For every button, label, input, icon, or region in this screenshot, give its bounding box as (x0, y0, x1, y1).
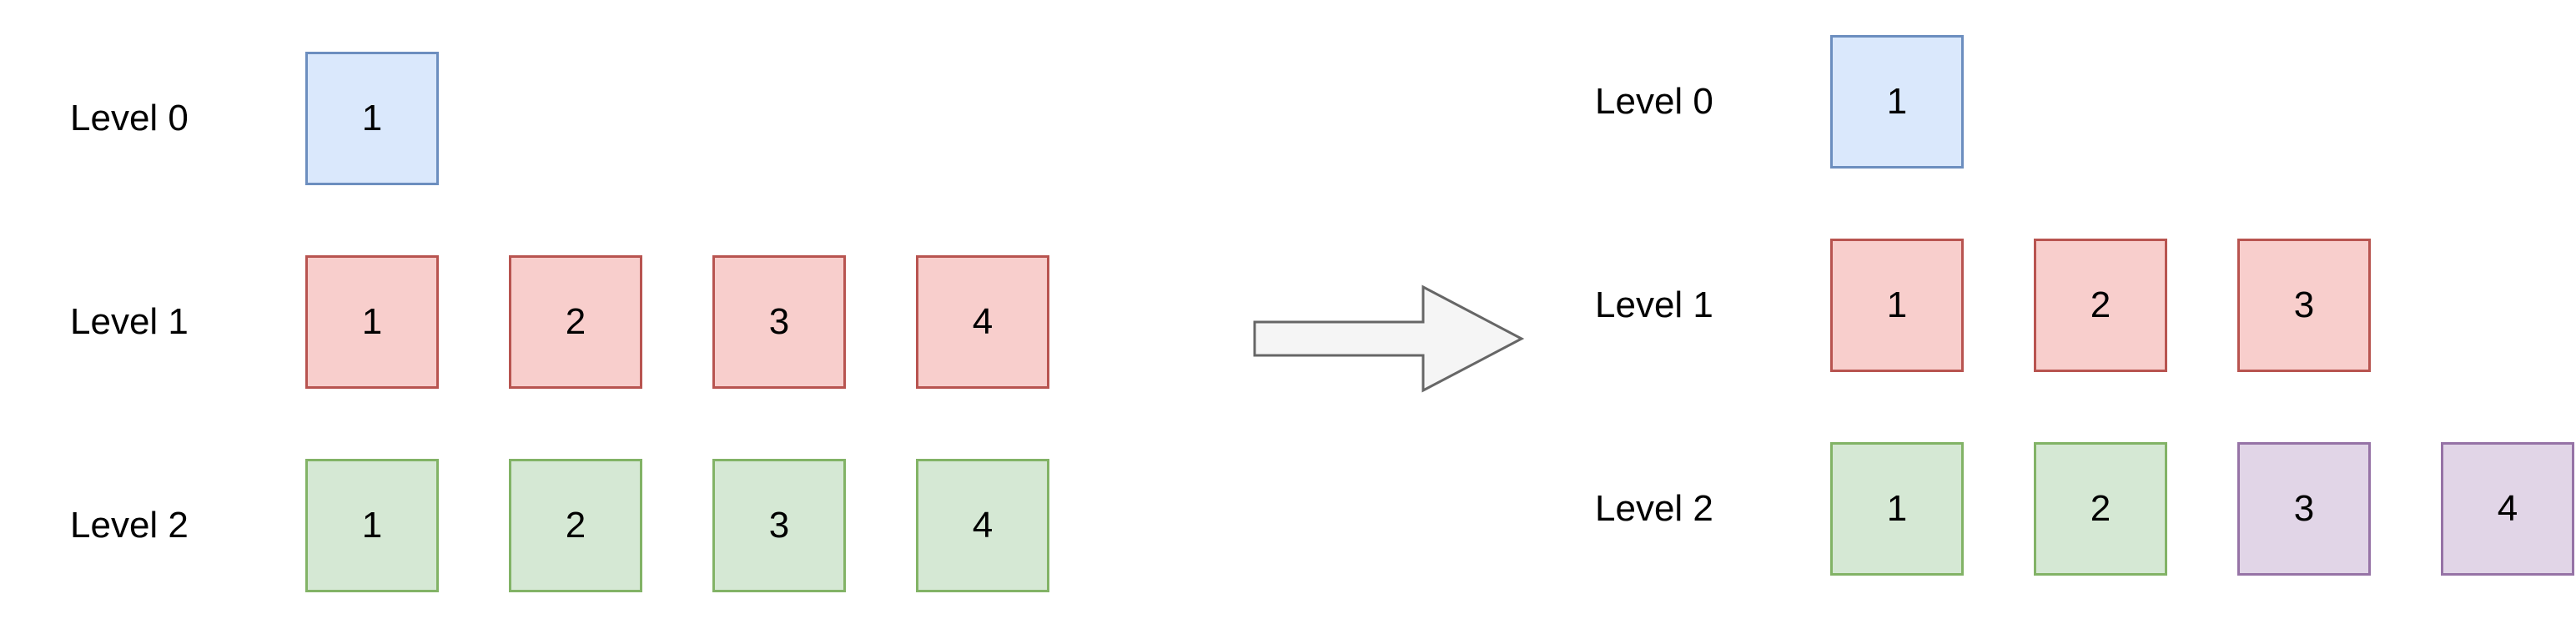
before-level-1-box-1: 1 (305, 255, 439, 389)
before-level-0-label: Level 0 (70, 98, 189, 138)
after-level-2-box-4: 4 (2441, 442, 2574, 576)
after-level-2-box-3: 3 (2237, 442, 2371, 576)
after-level-1-box-2: 2 (2034, 239, 2167, 372)
before-level-0-box-1: 1 (305, 52, 439, 185)
before-level-2-label: Level 2 (70, 505, 189, 546)
before-level-1-box-2: 2 (509, 255, 642, 389)
after-level-2-box-1: 1 (1830, 442, 1964, 576)
before-level-2-box-3: 3 (712, 459, 846, 592)
before-level-2-box-2: 2 (509, 459, 642, 592)
after-level-0-label: Level 0 (1595, 81, 1713, 122)
before-level-1-box-3: 3 (712, 255, 846, 389)
after-level-2-box-2: 2 (2034, 442, 2167, 576)
after-level-1-box-3: 3 (2237, 239, 2371, 372)
after-level-2-label: Level 2 (1595, 488, 1713, 529)
before-level-1-label: Level 1 (70, 301, 189, 342)
after-level-1-box-1: 1 (1830, 239, 1964, 372)
transition-arrow-icon (1253, 284, 1525, 393)
before-level-1-box-4: 4 (916, 255, 1049, 389)
after-level-1-label: Level 1 (1595, 284, 1713, 325)
before-level-2-box-1: 1 (305, 459, 439, 592)
before-level-2-box-4: 4 (916, 459, 1049, 592)
after-level-0-box-1: 1 (1830, 35, 1964, 169)
